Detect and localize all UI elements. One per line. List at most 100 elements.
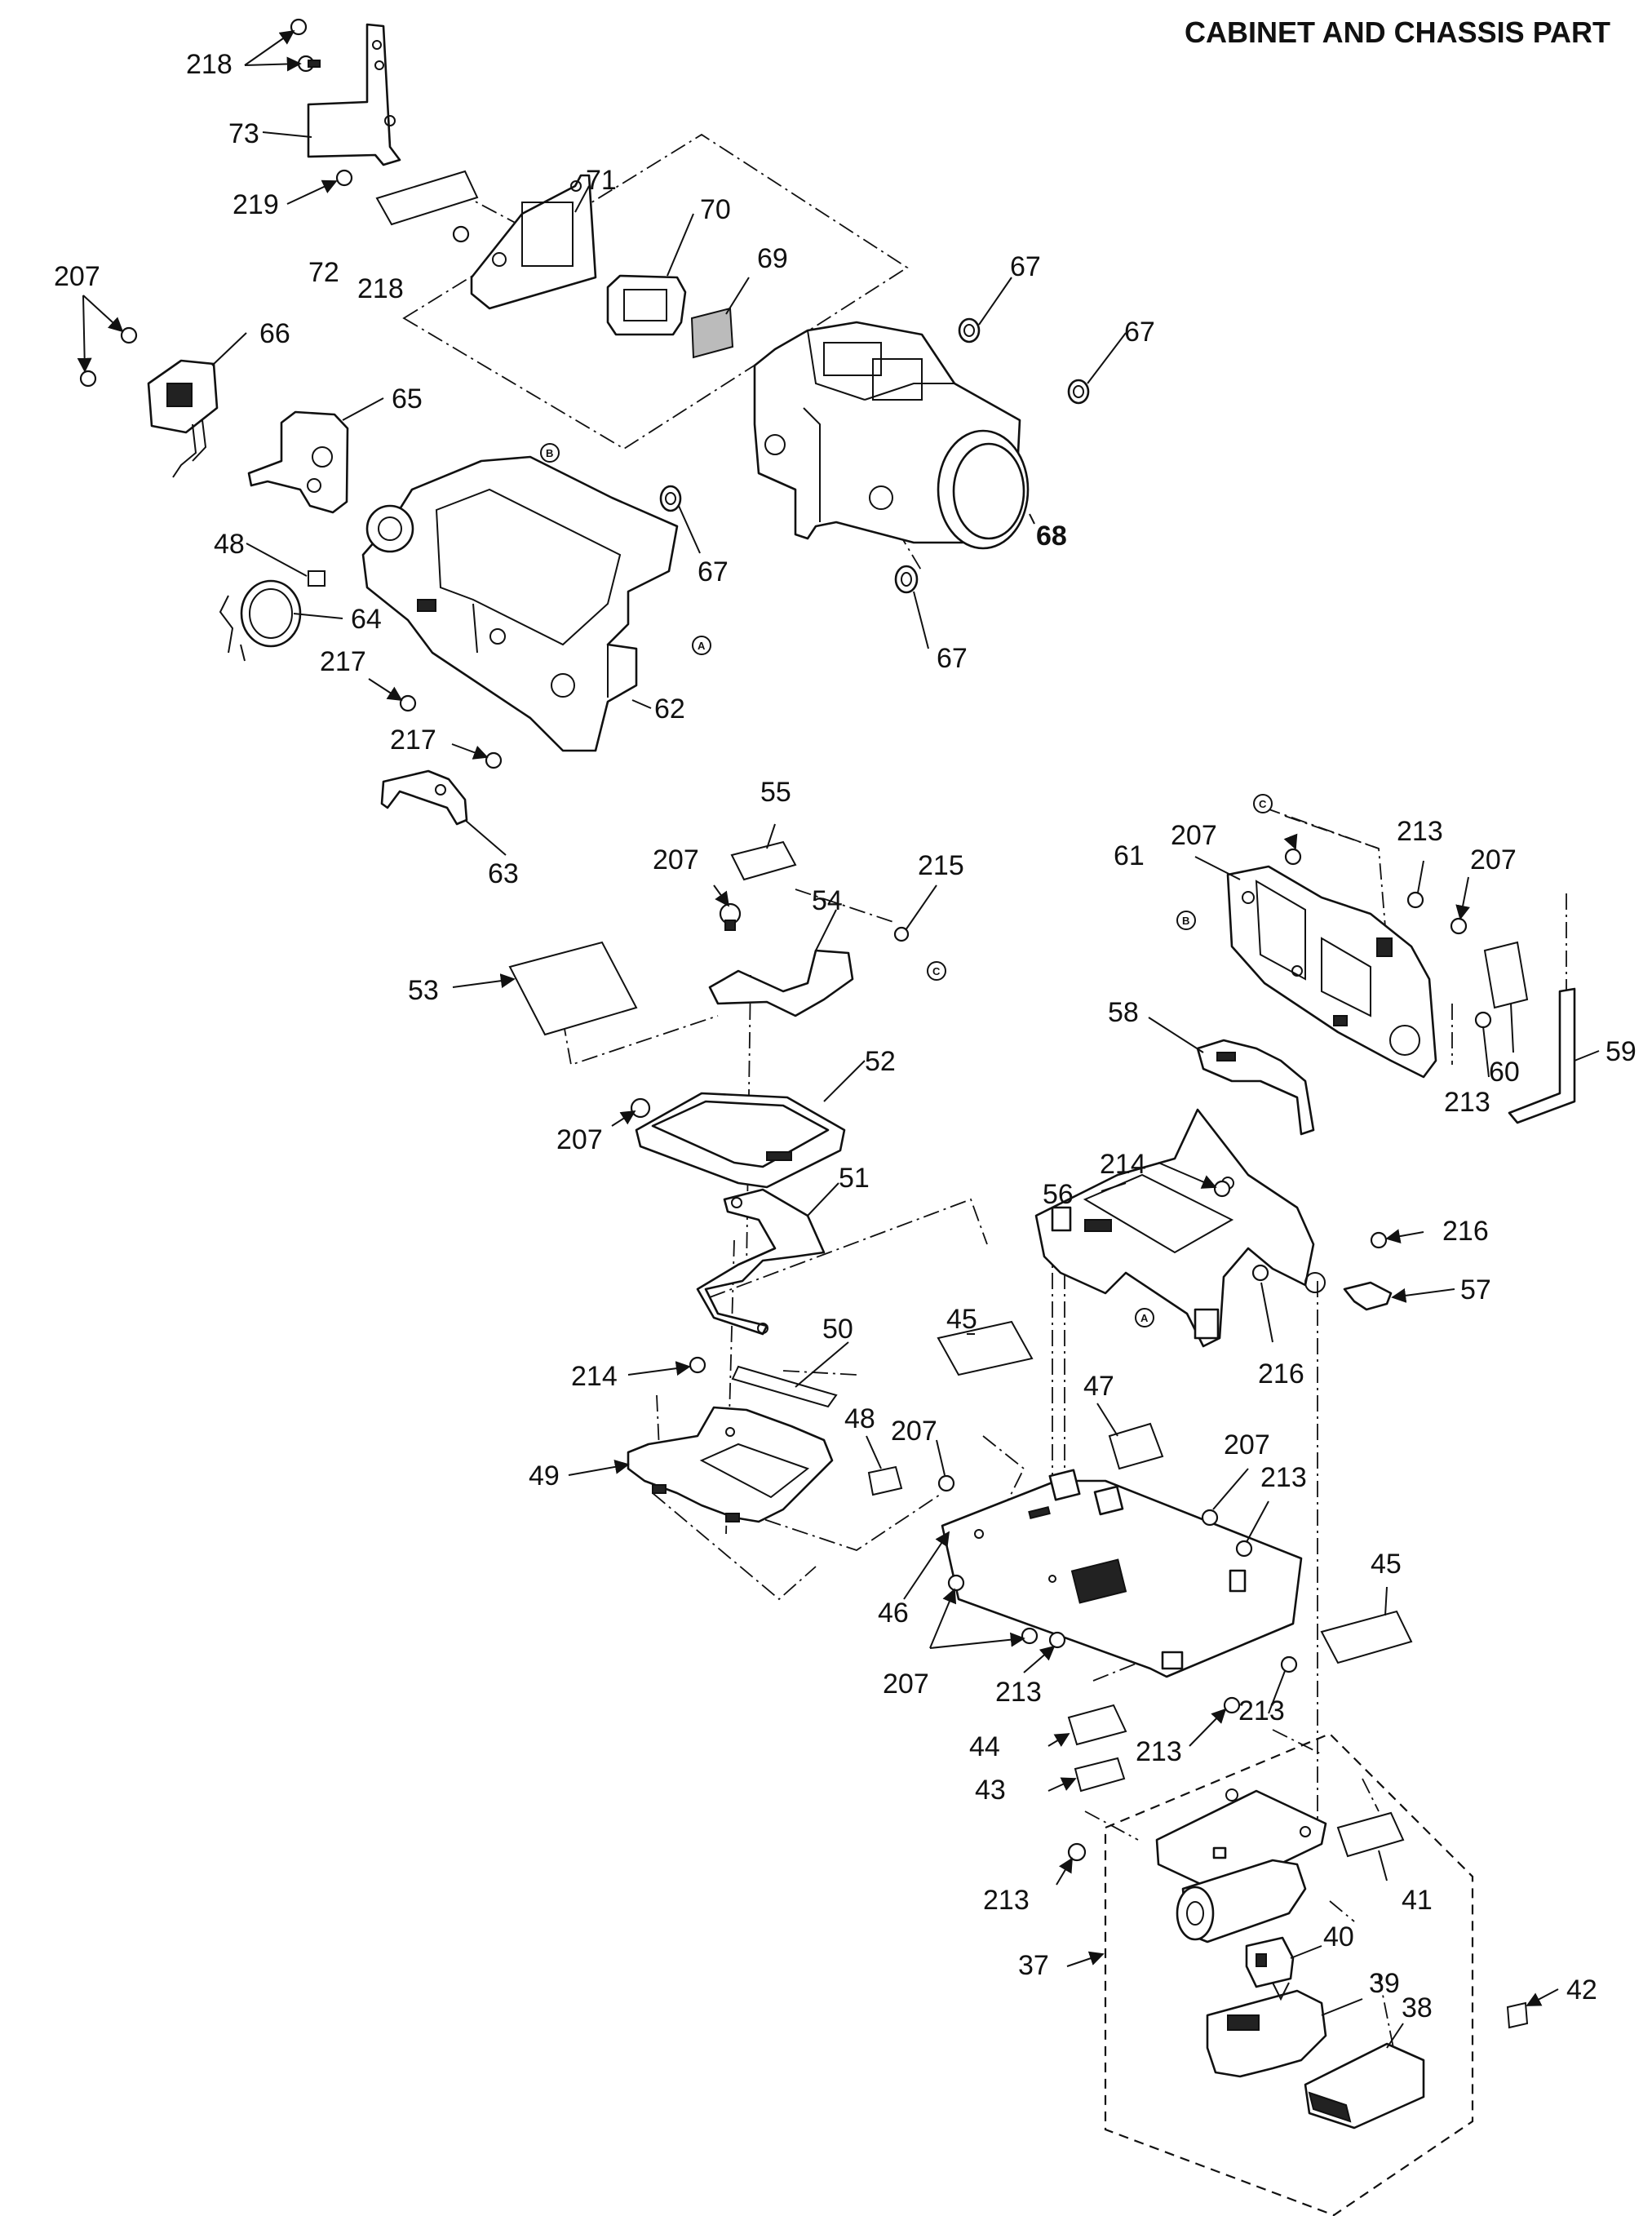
assembly-37-outline: [1104, 1732, 1474, 2216]
label-58: 58: [1108, 997, 1139, 1028]
label-45-lower: 45: [1371, 1549, 1402, 1580]
label-219: 219: [233, 189, 279, 220]
svg-text:C: C: [932, 965, 941, 977]
label-207-mid: 207: [653, 844, 699, 875]
sheet-47: [1108, 1422, 1164, 1470]
filter-69: [690, 307, 734, 359]
sheet-48-lower: [867, 1465, 903, 1496]
label-66: 66: [259, 318, 290, 349]
label-213-c: 213: [1238, 1695, 1285, 1726]
svg-text:A: A: [1140, 1312, 1149, 1324]
sheet-45-lower: [1320, 1610, 1413, 1664]
screw-218-top: [290, 18, 321, 73]
page-title: CABINET AND CHASSIS PART: [1185, 16, 1610, 49]
part-58: [1196, 1039, 1315, 1136]
label-67-a: 67: [1010, 251, 1041, 282]
label-71: 71: [586, 165, 617, 196]
bracket-73: [307, 23, 401, 166]
panel-screws: [1213, 848, 1492, 1198]
label-52: 52: [865, 1046, 896, 1077]
bracket-63: [380, 769, 468, 826]
part-57: [1343, 1281, 1393, 1311]
svg-text:C: C: [1259, 798, 1267, 810]
strip-50: [731, 1365, 838, 1408]
label-46: 46: [878, 1598, 909, 1629]
label-49: 49: [529, 1460, 560, 1491]
label-38: 38: [1402, 1992, 1433, 2023]
sheet-45-upper: [937, 1320, 1034, 1376]
bracket-71: [470, 174, 597, 310]
part-66: [79, 326, 219, 478]
label-207-left: 207: [556, 1124, 603, 1155]
circled-ref-c-mid: C: [927, 961, 946, 981]
label-70: 70: [700, 194, 731, 225]
board-screws: [937, 1474, 1298, 1862]
label-55: 55: [760, 777, 791, 808]
label-213-panel: 213: [1397, 816, 1443, 847]
label-218-lower: 218: [357, 273, 404, 304]
label-207-boardright: 207: [1224, 1429, 1270, 1460]
circled-ref-a-top: A: [692, 636, 711, 655]
label-45-upper: 45: [946, 1304, 977, 1335]
label-65: 65: [392, 383, 423, 414]
label-51: 51: [839, 1163, 870, 1194]
label-67-c: 67: [698, 556, 729, 587]
label-48-upper: 48: [214, 529, 245, 560]
assembly-37-motor: [1176, 1859, 1307, 1943]
leader-lines: [77, 29, 1600, 2049]
panel-61: [1226, 865, 1437, 1079]
tray-49: [627, 1406, 834, 1523]
label-41: 41: [1402, 1885, 1433, 1916]
sheet-41: [1336, 1811, 1405, 1858]
label-213-d: 213: [1136, 1736, 1182, 1767]
svg-text:B: B: [546, 447, 553, 459]
sheet-60: [1483, 941, 1529, 1009]
label-67-d: 67: [937, 643, 968, 674]
sheet-72: [375, 170, 479, 226]
label-48-lower: 48: [844, 1403, 875, 1434]
label-73: 73: [228, 118, 259, 149]
label-53: 53: [408, 975, 439, 1006]
label-57: 57: [1460, 1274, 1491, 1305]
bracket-54: [708, 902, 910, 1017]
part-64: [219, 579, 302, 662]
label-62: 62: [654, 694, 685, 725]
screw-214-left: [689, 1356, 706, 1374]
lens-assembly-68: [753, 321, 1030, 550]
circled-ref-b-top: B: [540, 443, 560, 463]
label-37: 37: [1018, 1950, 1049, 1981]
label-207-topleft: 207: [54, 261, 100, 292]
label-213-boardright: 213: [1260, 1462, 1307, 1493]
circled-ref-b-mid: B: [1176, 911, 1196, 930]
rings-67: [659, 317, 1090, 594]
sheet-43: [1074, 1757, 1126, 1793]
main-frame-62: [361, 455, 679, 752]
part-39: [1206, 1982, 1327, 2078]
label-64: 64: [351, 604, 382, 635]
sheet-48-upper: [308, 570, 326, 587]
label-216-bottom: 216: [1258, 1358, 1304, 1389]
sheet-42: [1506, 2001, 1529, 2029]
label-63: 63: [488, 858, 519, 889]
label-214-left: 214: [571, 1361, 618, 1392]
part-38: [1304, 2042, 1425, 2130]
label-67-b: 67: [1124, 317, 1155, 348]
sheet-44: [1067, 1704, 1127, 1746]
frame-70: [606, 274, 687, 336]
svg-text:B: B: [1182, 915, 1189, 927]
label-61: 61: [1114, 840, 1145, 871]
sheet-53: [508, 941, 638, 1036]
label-218-top: 218: [186, 49, 233, 80]
label-69: 69: [757, 243, 788, 274]
screw-219: [335, 169, 353, 187]
label-213-panelbottom: 213: [1444, 1087, 1490, 1118]
label-214-right: 214: [1100, 1149, 1146, 1180]
screws-216: [1251, 1231, 1388, 1282]
label-60: 60: [1489, 1057, 1520, 1088]
label-68: 68: [1036, 521, 1067, 552]
label-207-board: 207: [891, 1416, 937, 1447]
flex-cable-59: [1508, 987, 1576, 1124]
assembly-37-board: [1155, 1788, 1327, 1895]
label-213-bottom: 213: [995, 1677, 1042, 1708]
